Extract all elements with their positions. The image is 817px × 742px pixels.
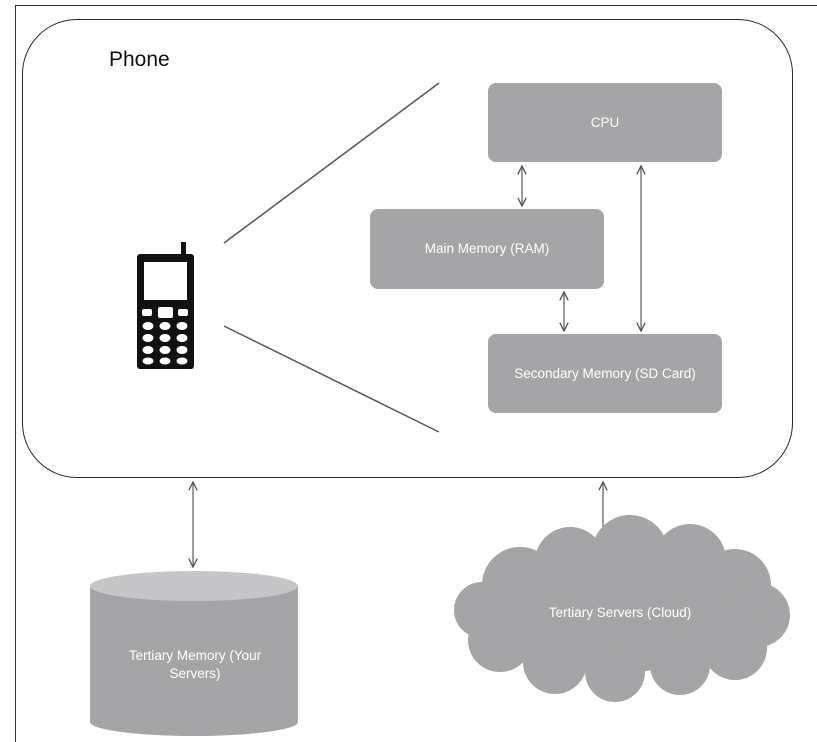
secondary-memory-node: Secondary Memory (SD Card) (488, 334, 722, 413)
tertiary-memory-label: Tertiary Memory (Your Servers) (128, 647, 262, 681)
zoom-line-bottom (223, 325, 440, 433)
frame-top-line (15, 5, 817, 6)
cpu-node: CPU (488, 83, 722, 162)
frame-left-line (15, 5, 16, 742)
tertiary-servers-label: Tertiary Servers (Cloud) (548, 604, 692, 620)
cylinder-shape (90, 571, 298, 736)
cloud-shape (454, 515, 790, 702)
main-memory-node: Main Memory (RAM) (370, 209, 604, 289)
phone-title: Phone (109, 48, 170, 71)
mobile-phone-icon (137, 242, 194, 369)
zoom-line-top (223, 82, 440, 244)
